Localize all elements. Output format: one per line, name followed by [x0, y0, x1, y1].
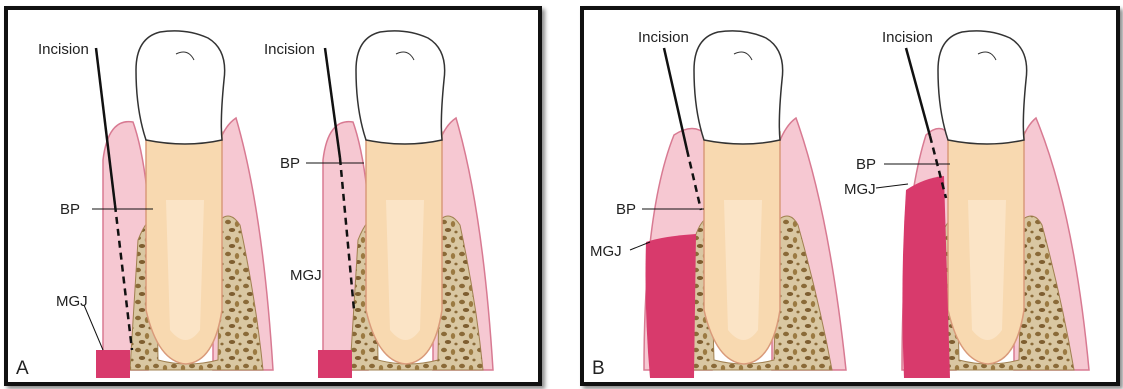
mgj-label: MGJ	[590, 243, 622, 260]
panel-a-diagram: Incision BP MGJ Incision BP MGJ A	[8, 10, 538, 382]
pulp	[968, 200, 1006, 340]
panel-b-diagram: Incision BP MGJ Incision BP MGJ B	[584, 10, 1116, 382]
mucosa	[318, 350, 352, 378]
pulp	[724, 200, 762, 340]
pulp	[386, 200, 424, 340]
mgj-label: MGJ	[844, 181, 876, 198]
incision-label: Incision	[264, 41, 315, 58]
incision-label: Incision	[638, 29, 689, 46]
bp-label: BP	[280, 155, 300, 172]
mucosa	[96, 350, 130, 378]
tooth-figure-a2: Incision BP MGJ	[264, 31, 493, 378]
panel-letter: B	[592, 358, 605, 379]
tooth-figure-a1: Incision BP MGJ	[38, 31, 273, 378]
mucosa	[902, 176, 950, 378]
mgj-leader	[84, 305, 103, 350]
incision-label: Incision	[882, 29, 933, 46]
tooth-crown	[356, 31, 445, 144]
panel-a: Incision BP MGJ Incision BP MGJ A	[4, 6, 542, 386]
tooth-crown	[938, 31, 1027, 144]
bp-label: BP	[60, 201, 80, 218]
tooth-crown	[136, 31, 225, 144]
tooth-figure-b2: Incision BP MGJ	[844, 29, 1089, 378]
tooth-figure-b1: Incision BP MGJ	[590, 29, 846, 378]
panel-letter: A	[16, 358, 29, 379]
pulp	[166, 200, 204, 340]
incision-label: Incision	[38, 41, 89, 58]
incision-solid-line	[906, 48, 930, 136]
bp-label: BP	[616, 201, 636, 218]
mucosa	[646, 234, 697, 378]
bp-label: BP	[856, 156, 876, 173]
panel-b: Incision BP MGJ Incision BP MGJ B	[580, 6, 1120, 386]
mgj-label: MGJ	[56, 293, 88, 310]
mgj-label: MGJ	[290, 267, 322, 284]
mgj-leader	[876, 184, 908, 188]
tooth-crown	[694, 31, 783, 144]
